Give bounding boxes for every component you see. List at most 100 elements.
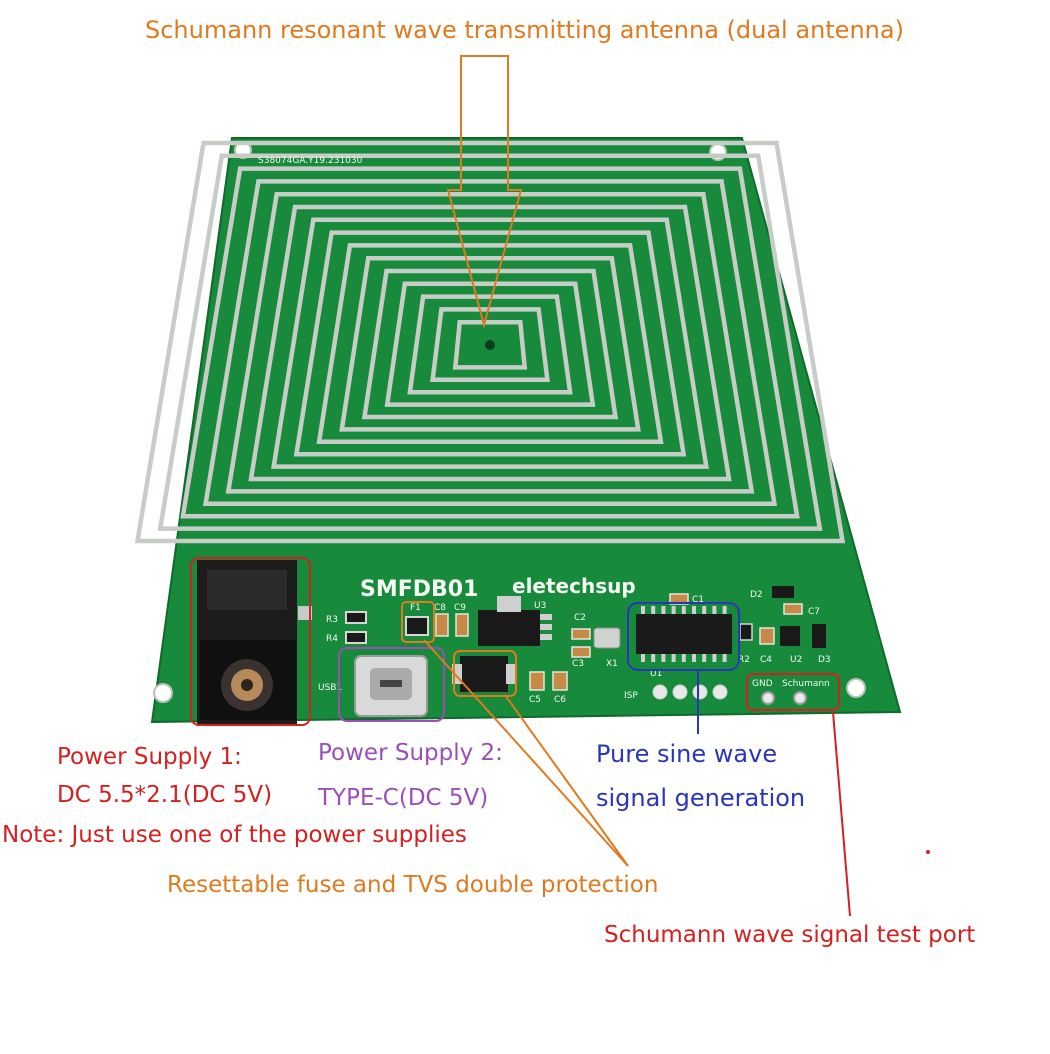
capacitor-c6: C6 bbox=[552, 671, 568, 705]
fuse-highlight bbox=[401, 601, 435, 643]
antenna-trace bbox=[225, 191, 755, 494]
power-supply-1-spec: DC 5.5*2.1(DC 5V) bbox=[57, 782, 273, 808]
fuse-f1: F1 bbox=[405, 603, 429, 636]
fuse-leader bbox=[423, 639, 629, 867]
antenna-trace bbox=[134, 140, 846, 544]
svg-text:U3: U3 bbox=[534, 601, 546, 611]
antenna-trace bbox=[180, 166, 800, 519]
capacitor-c8: C8 bbox=[434, 603, 449, 637]
antenna-title-label: Schumann resonant wave transmitting ante… bbox=[145, 16, 904, 44]
antenna-trace bbox=[339, 255, 641, 432]
svg-text:D3: D3 bbox=[818, 655, 831, 665]
resistor-r4: R4 bbox=[326, 631, 367, 644]
capacitor-c3: C3 bbox=[571, 646, 591, 669]
svg-text:X1: X1 bbox=[606, 659, 618, 669]
isp-header: ISP bbox=[624, 684, 728, 701]
svg-text:R4: R4 bbox=[326, 634, 338, 644]
svg-text:USB1: USB1 bbox=[318, 683, 342, 693]
chip-pin bbox=[651, 606, 656, 614]
capacitor-c5: C5 bbox=[529, 671, 545, 705]
antenna-trace bbox=[271, 217, 709, 469]
chip-pin bbox=[661, 654, 666, 662]
sine-chip-highlight bbox=[627, 602, 740, 671]
svg-text:C9: C9 bbox=[454, 603, 466, 613]
chip-pin bbox=[692, 654, 696, 662]
chip-pin bbox=[671, 654, 676, 662]
dc-jack bbox=[197, 560, 312, 725]
svg-text:Schumann: Schumann bbox=[782, 679, 830, 689]
power-supply-2-label: Power Supply 2: bbox=[318, 740, 503, 766]
svg-text:U1: U1 bbox=[650, 669, 662, 679]
capacitor-c2: C2 bbox=[571, 613, 591, 640]
svg-text:C1: C1 bbox=[692, 595, 704, 605]
tvs-diode bbox=[452, 656, 516, 692]
svg-text:GND: GND bbox=[752, 679, 773, 689]
antenna-trace bbox=[384, 281, 596, 407]
antenna-trace bbox=[430, 307, 550, 383]
board-serial: S38074GA.Y19.231030 bbox=[258, 156, 363, 166]
antenna-trace bbox=[157, 153, 823, 531]
svg-text:D2: D2 bbox=[750, 590, 763, 600]
resistor-r3: R3 bbox=[326, 611, 367, 625]
svg-text:C7: C7 bbox=[808, 607, 820, 617]
chip-pin bbox=[681, 606, 686, 614]
power-supply-note: Note: Just use one of the power supplies bbox=[2, 822, 467, 848]
chip-pin bbox=[671, 606, 676, 614]
svg-text:F1: F1 bbox=[410, 603, 421, 613]
svg-text:C4: C4 bbox=[760, 655, 772, 665]
board-model: SMFDB01 bbox=[360, 577, 478, 602]
board-brand: eletechsup bbox=[512, 574, 636, 598]
chip-pin bbox=[702, 654, 707, 662]
diode-d2: D2 bbox=[750, 586, 794, 600]
chip-pin bbox=[692, 606, 696, 614]
chip-pin bbox=[722, 654, 727, 662]
mount-hole bbox=[153, 683, 173, 703]
antenna-trace bbox=[248, 204, 732, 482]
stray-dot bbox=[926, 850, 930, 854]
antenna-pointer-arrow bbox=[446, 55, 523, 329]
svg-text:C5: C5 bbox=[529, 695, 541, 705]
capacitor-c4: C4 bbox=[759, 627, 775, 665]
diode-d3: D3 bbox=[812, 624, 831, 665]
chip-pin bbox=[712, 606, 717, 614]
test-port-label: Schumann wave signal test port bbox=[604, 922, 976, 948]
chip-pin bbox=[712, 654, 717, 662]
svg-text:R2: R2 bbox=[738, 655, 750, 665]
chip-u1: U1 bbox=[636, 606, 732, 679]
antenna-trace bbox=[361, 268, 619, 420]
capacitor-c7: C7 bbox=[783, 603, 820, 617]
chip-pin bbox=[641, 606, 645, 614]
svg-text:C8: C8 bbox=[434, 603, 446, 613]
chip-pin bbox=[702, 606, 707, 614]
test-port-highlight bbox=[746, 673, 840, 711]
test-port-pads: GND Schumann bbox=[752, 679, 830, 705]
antenna-trace bbox=[316, 243, 664, 445]
chip-pin bbox=[722, 606, 727, 614]
sine-wave-label: Pure sine wave bbox=[596, 740, 778, 768]
antenna-trace bbox=[293, 230, 687, 457]
power-supply-1-label: Power Supply 1: bbox=[57, 744, 242, 770]
chip-u2: U2 bbox=[780, 626, 802, 665]
chip-pin bbox=[681, 654, 686, 662]
regulator-u3: U3 bbox=[478, 596, 552, 646]
usb-c-connector: USB1 bbox=[318, 655, 428, 717]
spiral-antenna bbox=[134, 140, 846, 544]
fuse-tvs-label: Resettable fuse and TVS double protectio… bbox=[167, 872, 659, 898]
svg-text:C3: C3 bbox=[572, 659, 584, 669]
svg-text:C6: C6 bbox=[554, 695, 566, 705]
power-supply-2-spec: TYPE-C(DC 5V) bbox=[318, 785, 489, 811]
chip-pin bbox=[661, 606, 666, 614]
svg-text:R3: R3 bbox=[326, 615, 338, 625]
chip-pin bbox=[641, 654, 645, 662]
dc-jack-highlight bbox=[190, 557, 311, 726]
antenna-center-via bbox=[485, 340, 495, 350]
tvs-leader bbox=[504, 694, 629, 867]
svg-text:ISP: ISP bbox=[624, 691, 638, 701]
svg-text:U2: U2 bbox=[790, 655, 802, 665]
capacitor-c9: C9 bbox=[454, 603, 469, 637]
antenna-trace bbox=[407, 294, 573, 395]
chip-pin bbox=[651, 654, 656, 662]
usb-c-highlight bbox=[338, 647, 445, 722]
